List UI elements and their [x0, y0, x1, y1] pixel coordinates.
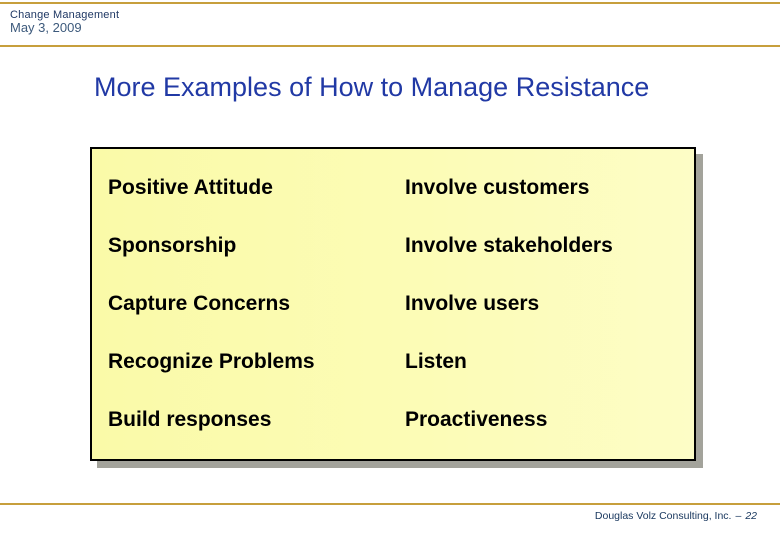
cell-right: Involve users	[405, 292, 540, 315]
header-rule	[0, 45, 780, 47]
cell-right: Listen	[405, 350, 467, 373]
slide-footer: Douglas Volz Consulting, Inc.–22	[595, 510, 757, 522]
cell-right: Involve customers	[405, 176, 590, 199]
content-row: Build responses Proactiveness	[108, 391, 694, 449]
header-category: Change Management	[10, 9, 120, 21]
content-row: Sponsorship Involve stakeholders	[108, 217, 694, 275]
footer-rule	[0, 503, 780, 505]
footer-separator: –	[735, 510, 742, 522]
cell-right: Proactiveness	[405, 408, 548, 431]
footer-page-number: 22	[745, 510, 757, 522]
cell-left: Recognize Problems	[108, 350, 315, 373]
footer-company: Douglas Volz Consulting, Inc.	[594, 510, 732, 522]
slide-title: More Examples of How to Manage Resistanc…	[94, 72, 650, 102]
cell-left: Capture Concerns	[108, 292, 291, 315]
cell-left: Sponsorship	[108, 234, 237, 257]
cell-left: Positive Attitude	[108, 176, 273, 199]
cell-right: Involve stakeholders	[405, 234, 613, 257]
cell-left: Build responses	[108, 408, 272, 431]
content-row: Capture Concerns Involve users	[108, 275, 694, 333]
content-row: Recognize Problems Listen	[108, 333, 694, 391]
header-date: May 3, 2009	[10, 20, 82, 35]
top-rule	[0, 2, 780, 4]
slide-header: Change Management May 3, 2009	[10, 9, 119, 35]
content-box: Positive Attitude Involve customers Spon…	[90, 147, 696, 461]
content-row: Positive Attitude Involve customers	[108, 159, 694, 217]
